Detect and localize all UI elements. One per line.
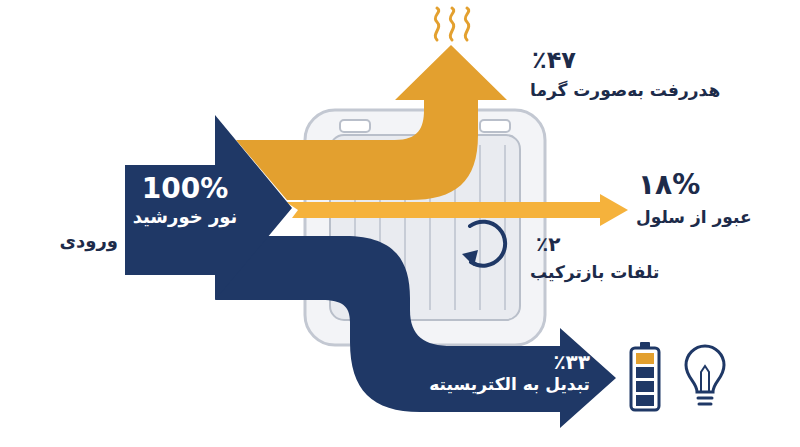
recombination-curl	[462, 222, 505, 266]
percent-value: ٪۲	[536, 232, 596, 256]
percent-value: ۱۸%	[638, 168, 758, 202]
input-label: ورودی	[30, 230, 118, 252]
heat-waves	[435, 8, 468, 40]
percent-value: ٪۳۳	[405, 350, 590, 374]
input-arrow	[125, 115, 292, 300]
percent-value: ٪۴۷	[532, 46, 622, 75]
percent-value: 100%	[125, 172, 245, 206]
flow-arrow-node: 100%نور خورشید	[125, 172, 245, 227]
heat-flow	[236, 45, 507, 200]
flow-arrow-node: ٪۳۳تبدیل به الکتریسیته	[405, 350, 590, 394]
bulb-icon	[686, 346, 724, 404]
battery-icon	[631, 342, 659, 410]
flow-name: تلفات بازترکیب	[530, 262, 690, 282]
flow-name: عبور از سلول	[636, 207, 786, 227]
flow-name: نور خورشید	[125, 206, 245, 228]
flow-name: هدررفت به‌صورت گرما	[530, 80, 750, 100]
pass-through-flow	[286, 194, 628, 226]
flow-name: تبدیل به الکتریسیته	[405, 374, 590, 394]
